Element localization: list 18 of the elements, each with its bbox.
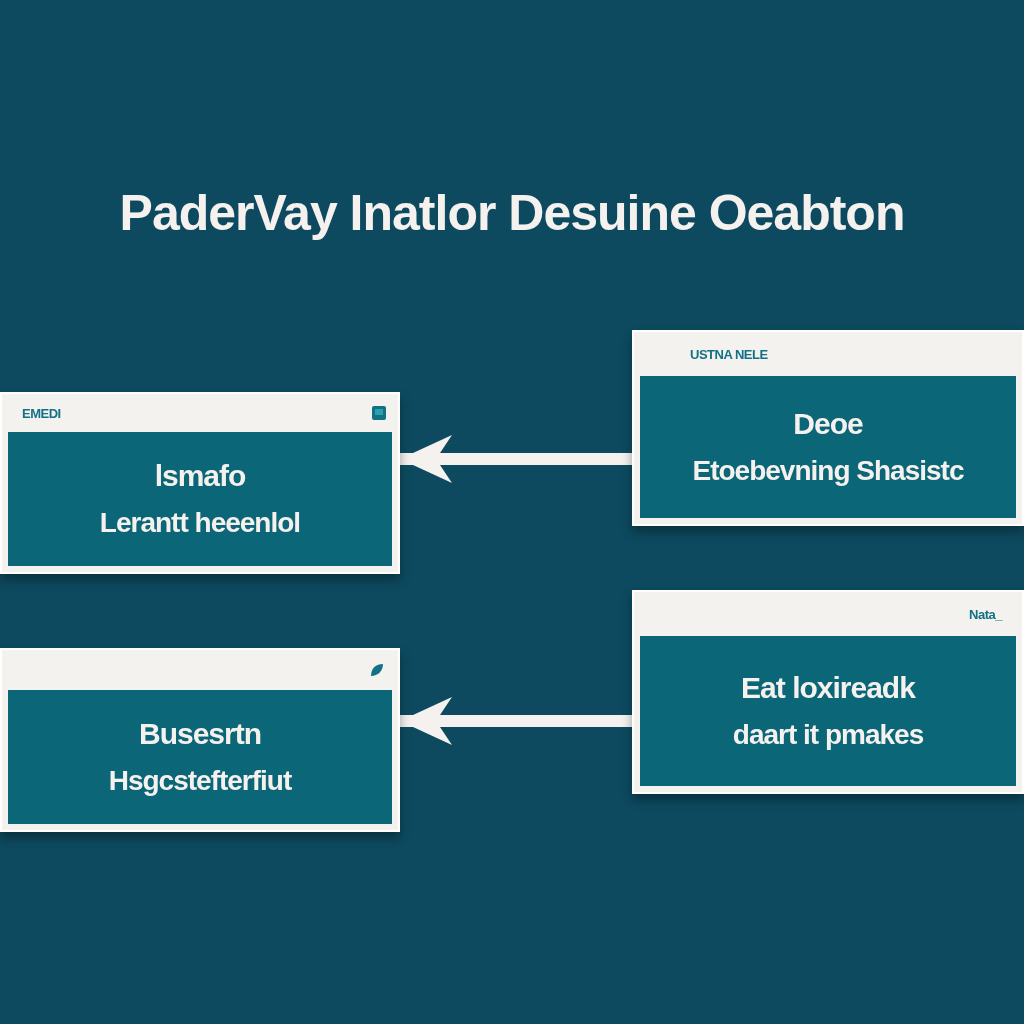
body-text: daart it pmakes: [732, 719, 924, 751]
body-text: Lerantt heeenlol: [99, 507, 301, 539]
diagram-title: PaderVay Inatlor Desuine Oeabton: [118, 184, 906, 242]
window-card: [632, 590, 1024, 794]
arrow: [400, 435, 632, 483]
body-text: Etoebevning Shasistc: [692, 455, 964, 487]
arrow: [400, 697, 632, 745]
body-text: Deoe: [793, 407, 863, 441]
header-text: Nata_: [968, 606, 1004, 622]
window-card: [0, 392, 400, 574]
body-text: Busesrtn: [138, 717, 261, 751]
body-text: Eat loxireadk: [741, 671, 915, 705]
header-text: USTNA NELE: [689, 346, 769, 362]
body-text: Hsgcstefterfiut: [108, 765, 292, 797]
body-text: lsmafo: [154, 459, 246, 493]
window-card: [632, 330, 1024, 526]
window-card: [0, 648, 400, 832]
header-text: EMEDI: [21, 405, 62, 421]
